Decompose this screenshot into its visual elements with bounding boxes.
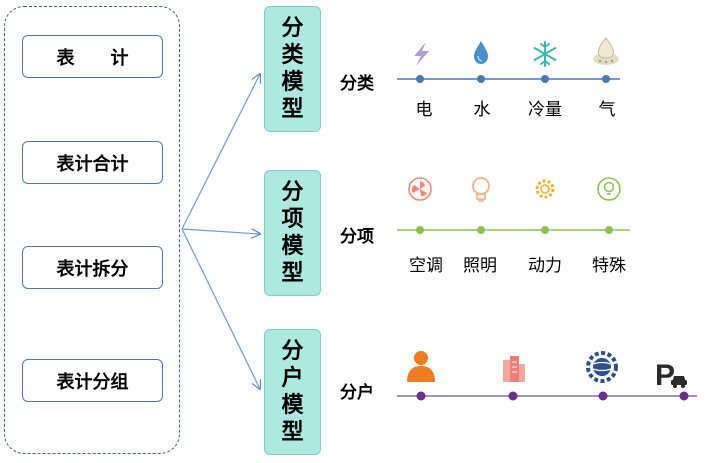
item-row-label: 分项 [340,227,374,247]
item-model-box: 分项模型 [264,170,321,296]
timeline-dot [416,391,426,401]
meter-box: 表 计 [22,35,163,78]
category-row-label: 分类 [340,74,374,94]
globe-gear-icon [586,351,618,383]
timeline-dot [679,391,689,401]
lightning-icon [414,42,429,66]
svg-text:P: P [655,359,675,392]
arrow-to-tenant-model [181,228,260,389]
item-label-cooling: 冷量 [528,100,562,120]
meter-split-box: 表计拆分 [22,246,163,289]
category-model-box: 分类模型 [264,6,321,132]
arrow-to-item-model [181,228,260,234]
gear-icon [535,179,555,199]
timeline-dot [477,226,485,234]
arrow-to-category-model [181,74,260,230]
item-label-special: 特殊 [592,256,626,276]
lightbulb-icon [472,177,490,202]
building-icon [503,356,525,382]
water-drop-icon [474,41,488,64]
item-label-power: 动力 [528,256,562,276]
item-label-electric: 电 [415,100,433,120]
timeline-dot [541,226,549,234]
snowflake-icon [533,41,557,67]
meter-group-panel [4,6,180,454]
tenant-row-label: 分户 [340,383,374,403]
timeline-dot [598,391,608,401]
timeline-dot [602,75,610,83]
item-label-water: 水 [473,100,491,120]
timeline-dot [605,226,613,234]
gas-flame-icon [593,37,619,65]
person-icon [407,351,435,382]
fan-icon [408,177,432,201]
timeline-dot [508,391,518,401]
meter-total-box: 表计合计 [22,141,163,184]
bulb-circle-icon [597,177,621,201]
item-label-gas: 气 [598,100,616,120]
timeline-dot [416,226,424,234]
timeline-dot [541,75,549,83]
tenant-model-box: 分户模型 [264,329,321,455]
item-label-hvac: 空调 [409,256,443,276]
parking-car-icon: P [655,359,687,392]
item-label-lighting: 照明 [463,256,497,276]
timeline-dot [477,75,485,83]
timeline-dot [416,75,424,83]
meter-group-box: 表计分组 [22,359,163,402]
